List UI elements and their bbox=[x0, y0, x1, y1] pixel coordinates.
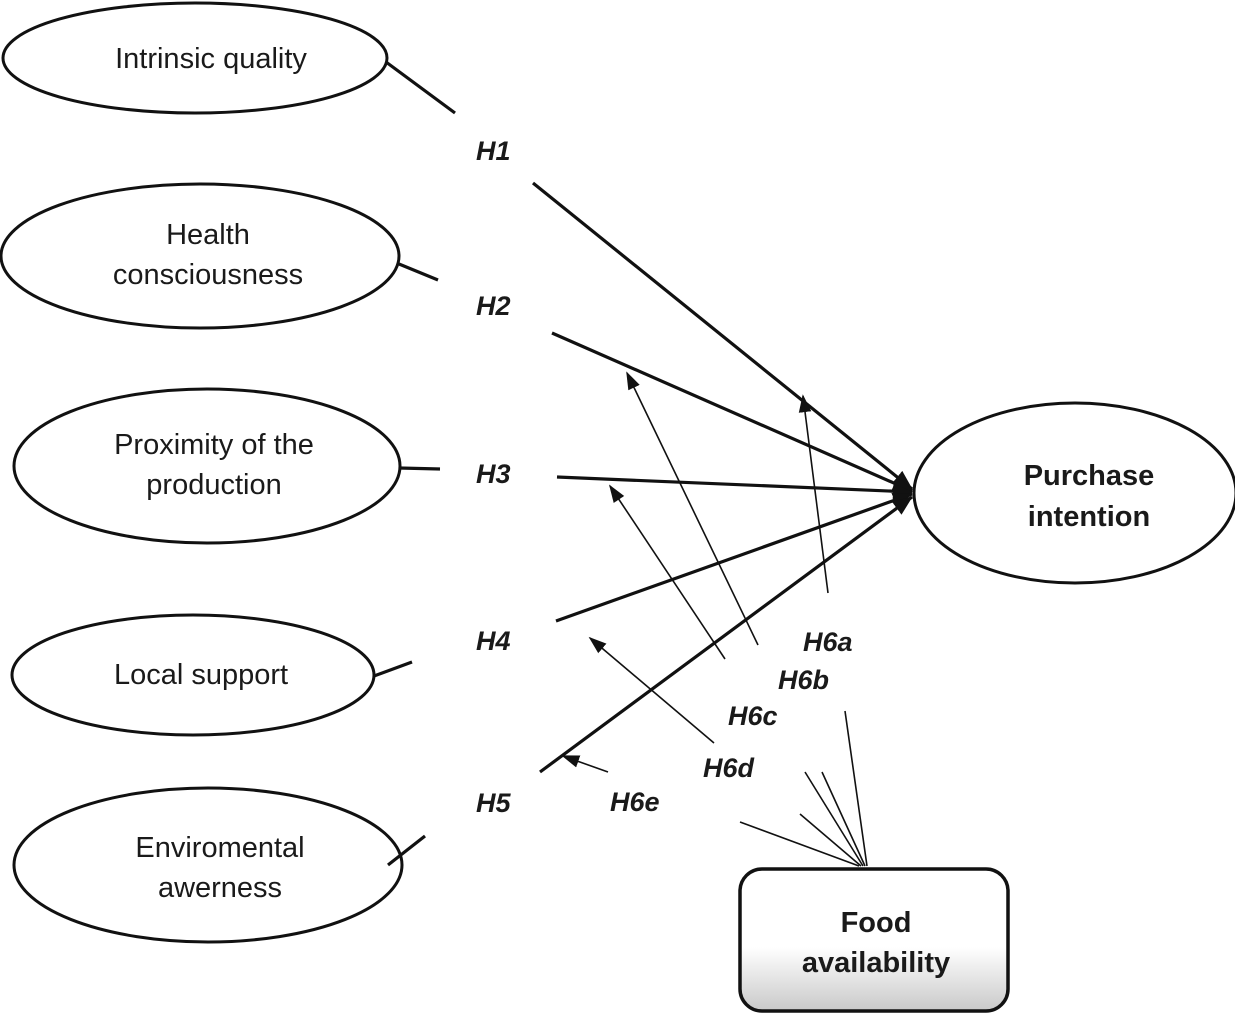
hypothesis-label-h2: H2 bbox=[476, 291, 511, 321]
moderation-h6c-arrow bbox=[609, 484, 726, 660]
moderator-label-line1: Food bbox=[841, 907, 912, 939]
path-h4-stub bbox=[373, 660, 413, 678]
construct-local-support: Local support bbox=[10, 613, 376, 737]
construct-proximity-of-production: Proximity of the production bbox=[12, 387, 402, 545]
moderation-h6e: H6e bbox=[561, 755, 660, 817]
construct-health-consciousness: Health consciousness bbox=[0, 182, 401, 330]
path-h5: H5 bbox=[387, 495, 913, 867]
moderation-h6e-arrow bbox=[561, 755, 609, 773]
construct-label-line1: Health bbox=[166, 219, 250, 251]
construct-environmental-awareness: Enviromental awerness bbox=[12, 786, 404, 944]
moderation-h6b-arrow bbox=[626, 371, 759, 646]
path-h4: H4 bbox=[373, 492, 913, 678]
moderator-fan-lines bbox=[739, 710, 868, 867]
fan-line bbox=[821, 771, 866, 867]
construct-intrinsic-quality: Intrinsic quality bbox=[1, 1, 389, 115]
hypothesis-label-h4: H4 bbox=[476, 626, 511, 656]
moderation-label-h6a: H6a bbox=[803, 627, 853, 657]
moderation-h6d: H6d bbox=[588, 636, 755, 783]
path-h5-arrow bbox=[539, 495, 913, 774]
construct-label-line2: production bbox=[146, 469, 281, 501]
construct-label-line1: Proximity of the bbox=[114, 429, 314, 461]
outcome-label-line1: Purchase bbox=[1024, 460, 1155, 492]
hypothesis-label-h3: H3 bbox=[476, 459, 511, 489]
construct-label-line2: consciousness bbox=[113, 259, 303, 291]
moderation-h6b: H6b bbox=[626, 371, 829, 695]
moderation-h6a-arrow bbox=[798, 394, 829, 594]
moderator-food-availability: Food availability bbox=[738, 867, 1010, 1013]
construct-label-line2: awerness bbox=[158, 872, 282, 904]
construct-label: Local support bbox=[114, 659, 288, 691]
path-h2: H2 bbox=[398, 262, 913, 493]
construct-label: Intrinsic quality bbox=[115, 43, 307, 75]
hypothesis-label-h5: H5 bbox=[476, 788, 511, 818]
outcome-label-line2: intention bbox=[1028, 501, 1150, 533]
path-h3-arrow bbox=[556, 475, 913, 500]
fan-line bbox=[804, 771, 864, 867]
moderation-h6d-arrow bbox=[588, 636, 715, 744]
path-h2-arrow bbox=[551, 331, 913, 493]
path-h2-stub bbox=[398, 262, 439, 282]
moderation-label-h6b: H6b bbox=[778, 665, 829, 695]
path-h1-arrow bbox=[531, 181, 914, 491]
fan-line bbox=[844, 710, 868, 867]
construct-purchase-intention: Purchase intention bbox=[912, 401, 1235, 585]
construct-label-line1: Enviromental bbox=[135, 832, 304, 864]
path-h1: H1 bbox=[385, 60, 914, 491]
path-h4-arrow bbox=[555, 492, 913, 623]
moderator-label-line2: availability bbox=[802, 947, 950, 979]
moderation-label-h6d: H6d bbox=[703, 753, 755, 783]
path-h3: H3 bbox=[398, 459, 913, 500]
moderation-label-h6e: H6e bbox=[610, 787, 660, 817]
moderation-label-h6c: H6c bbox=[728, 701, 778, 731]
path-h5-stub bbox=[387, 834, 426, 867]
fan-line bbox=[799, 813, 862, 867]
path-h1-stub bbox=[385, 60, 456, 115]
path-h3-stub bbox=[398, 466, 441, 471]
moderation-h6a: H6a bbox=[798, 394, 853, 657]
moderation-h6c: H6c bbox=[609, 484, 778, 731]
fan-line bbox=[739, 821, 860, 867]
hypothesis-label-h1: H1 bbox=[476, 136, 511, 166]
